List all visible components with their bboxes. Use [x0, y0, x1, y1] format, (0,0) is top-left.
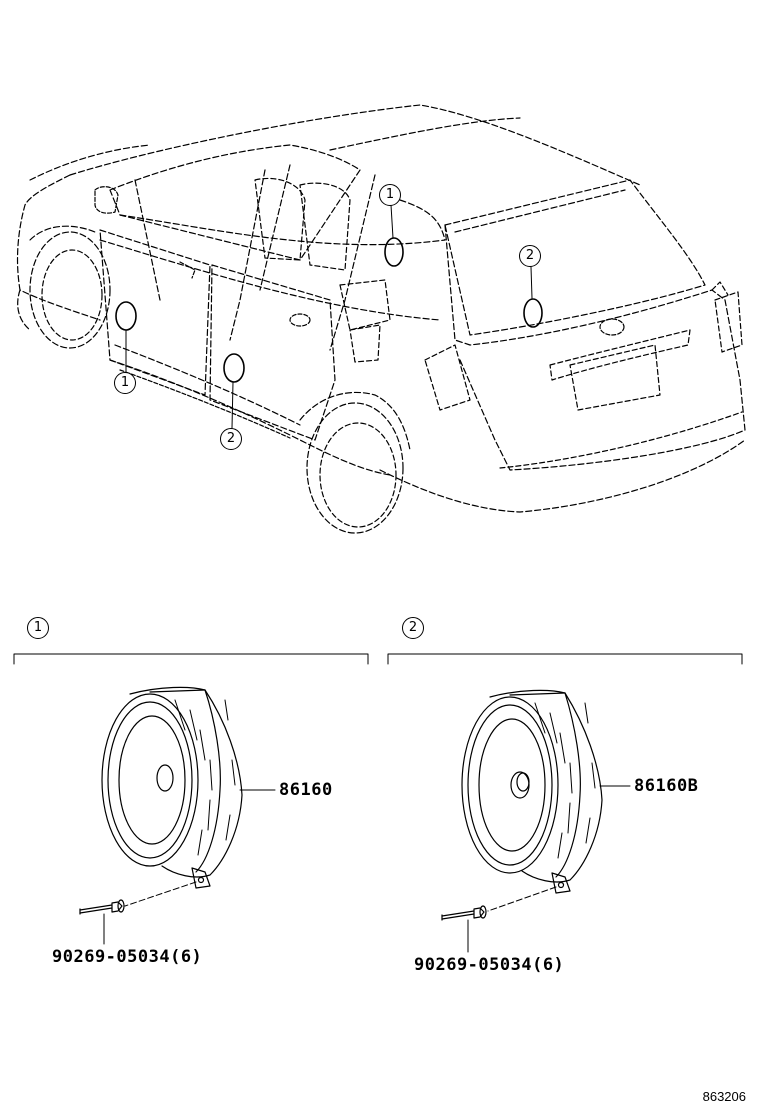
group-brackets	[13, 653, 743, 665]
callout-front-door: 1	[114, 372, 136, 394]
diagram-id: 863206	[702, 1089, 746, 1104]
part-label-screw-1: 90269-05034(6)	[52, 947, 203, 967]
callout-group-2: 2	[402, 617, 424, 639]
speaker-86160-drawing	[101, 686, 276, 907]
front-door-speaker-marker	[115, 301, 137, 331]
callout-far-rear-door: 2	[519, 245, 541, 267]
part-label-speaker-86160B: 86160B	[634, 776, 699, 796]
speaker-86160B-drawing	[461, 689, 631, 912]
rear-door-speaker-marker	[223, 353, 245, 383]
callout-rear-door: 2	[220, 428, 242, 450]
far-rear-door-speaker-marker	[523, 298, 543, 328]
far-front-door-speaker-marker	[384, 237, 404, 267]
callout-far-front-door: 1	[379, 184, 401, 206]
screw-2-drawing	[441, 905, 487, 953]
part-label-screw-2: 90269-05034(6)	[414, 955, 565, 975]
vehicle-drawing	[16, 104, 746, 534]
callout-group-1: 1	[27, 617, 49, 639]
part-label-speaker-86160: 86160	[279, 780, 333, 800]
screw-1-drawing	[79, 899, 125, 945]
